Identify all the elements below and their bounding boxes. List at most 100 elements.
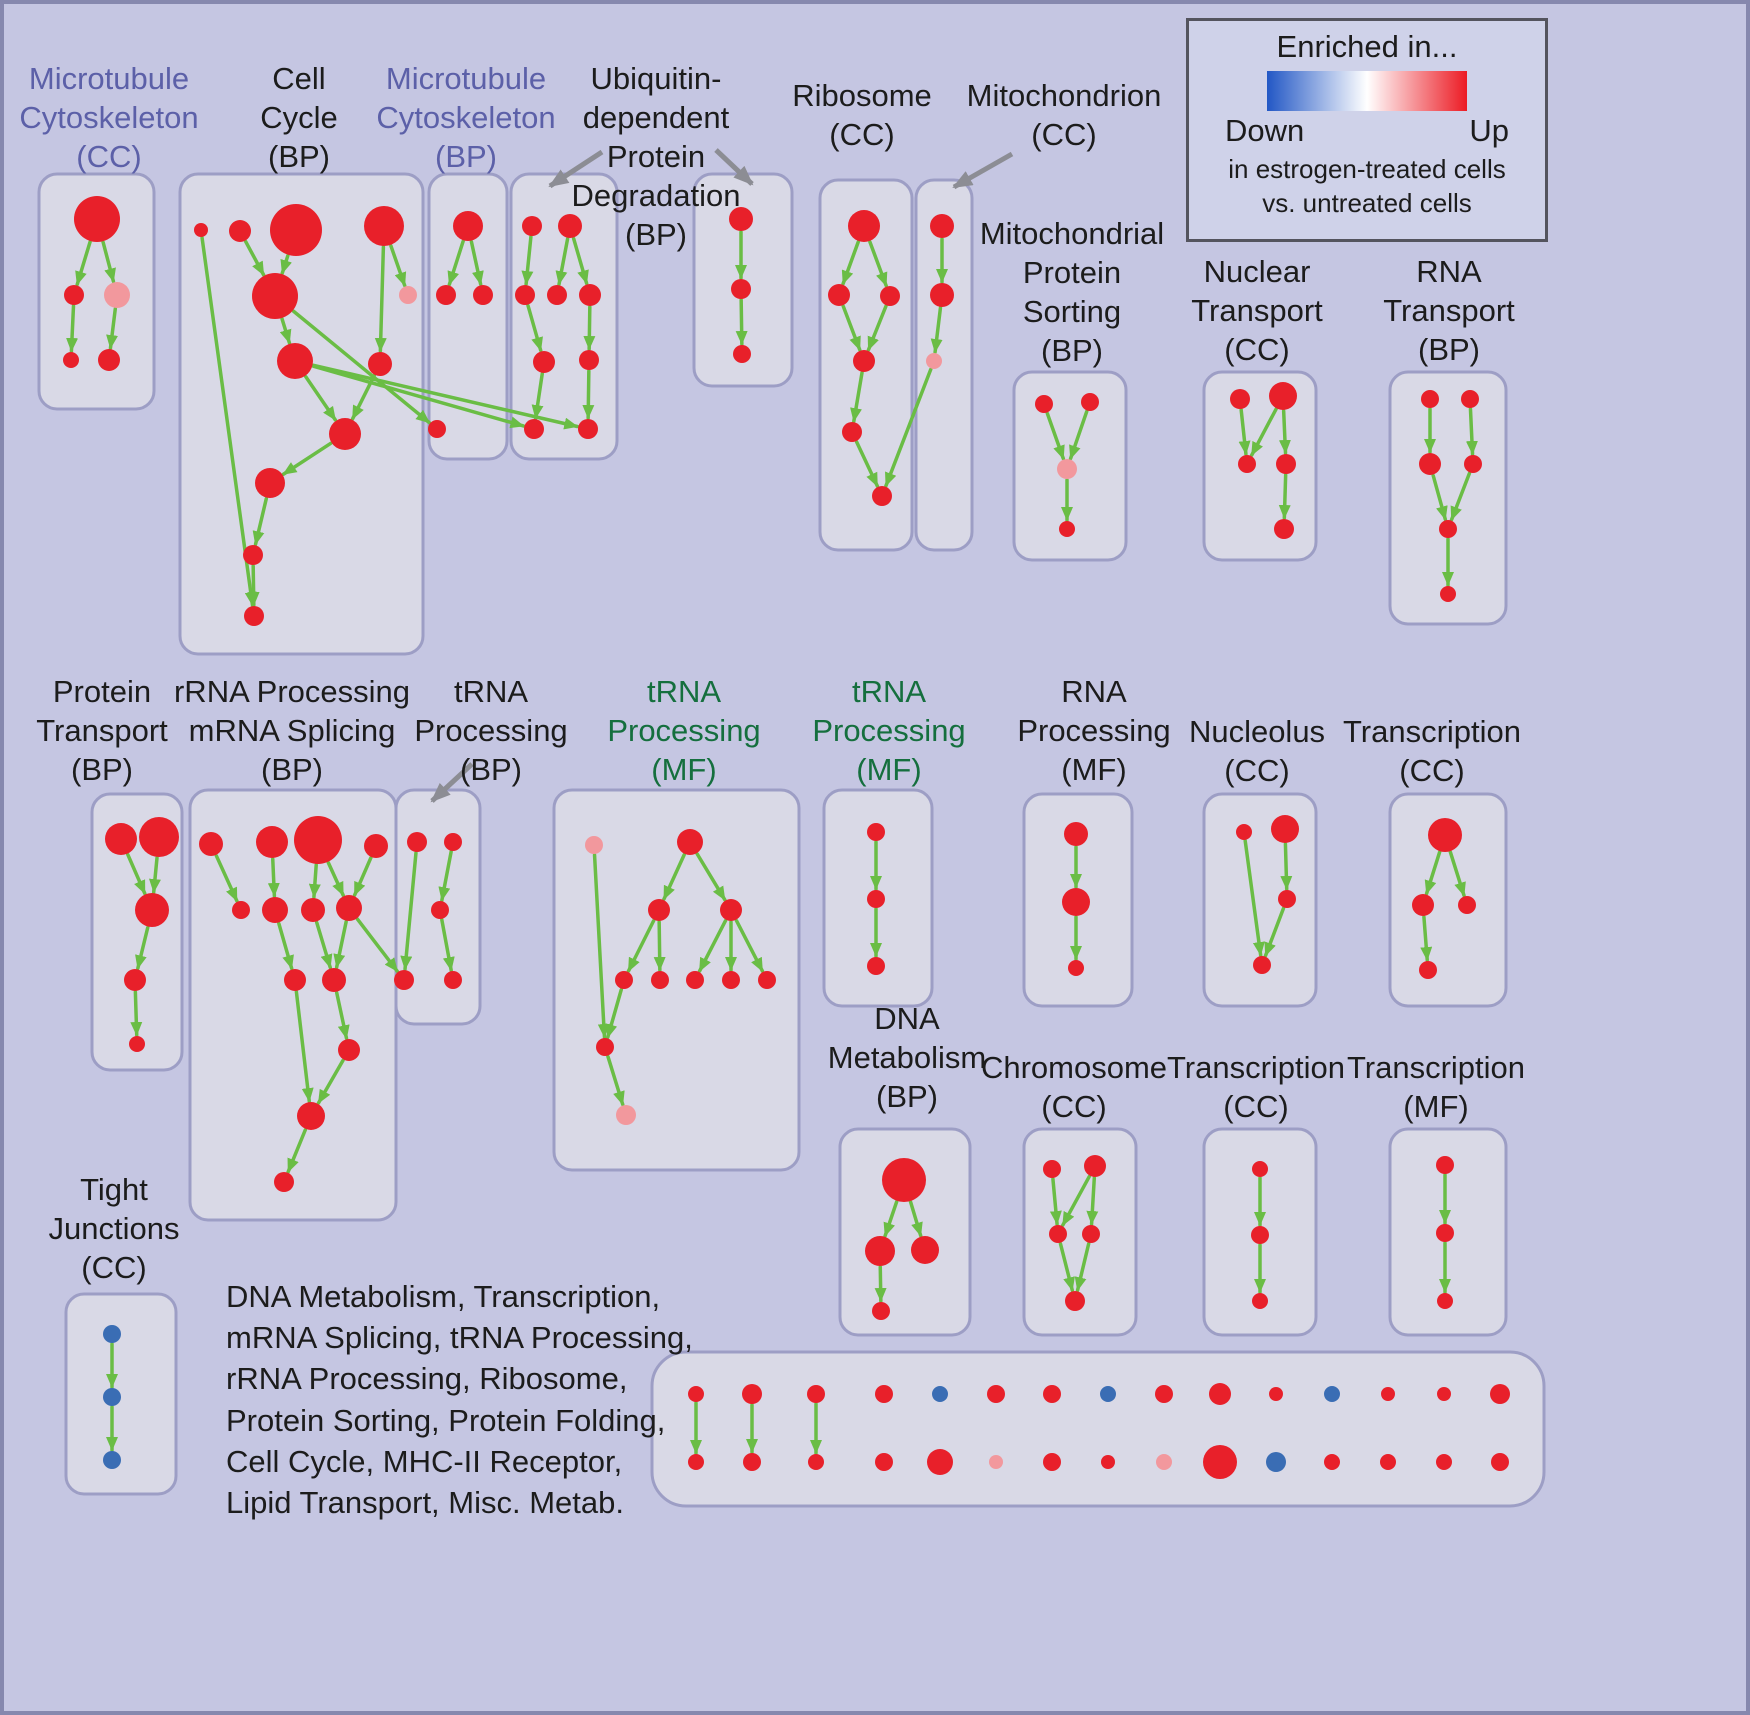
relation-edge-l2-l6 bbox=[267, 857, 280, 898]
relation-edge-l1-l5 bbox=[214, 854, 239, 903]
go-term-node-c4 bbox=[428, 420, 446, 438]
go-term-node-u2 bbox=[1251, 1226, 1269, 1244]
group-box-protein-transport bbox=[90, 792, 184, 1072]
label-pointer-arrow-2 bbox=[714, 148, 754, 186]
go-term-node-n9 bbox=[758, 971, 776, 989]
go-term-node-xb7 bbox=[1203, 1445, 1237, 1479]
relation-edge-c1-c2 bbox=[447, 239, 465, 287]
go-term-node-t5 bbox=[1065, 1291, 1085, 1311]
go-term-node-h1 bbox=[1035, 395, 1053, 413]
go-term-node-j3 bbox=[1419, 453, 1441, 475]
relation-edge-g2-g3 bbox=[930, 306, 943, 354]
go-term-node-xs11 bbox=[1437, 1387, 1451, 1401]
relation-edge-i2-i4 bbox=[1278, 409, 1291, 455]
relation-edge-d3-d6 bbox=[526, 303, 543, 353]
go-term-node-k5 bbox=[129, 1036, 145, 1052]
relation-edge-t2-t4 bbox=[1086, 1176, 1099, 1226]
relation-edge-s1-s3 bbox=[908, 1200, 923, 1238]
go-term-node-m3 bbox=[431, 901, 449, 919]
go-term-node-g2 bbox=[930, 283, 954, 307]
go-term-node-v3 bbox=[1437, 1293, 1453, 1309]
relation-edge-b7-b9 bbox=[303, 374, 338, 422]
go-term-node-xs5 bbox=[1100, 1386, 1116, 1402]
go-term-node-u3 bbox=[1252, 1293, 1268, 1309]
go-term-node-b6 bbox=[399, 286, 417, 304]
go-term-node-b3 bbox=[270, 204, 322, 256]
go-term-node-r3 bbox=[1458, 896, 1476, 914]
relation-edge-j2-j4 bbox=[1465, 407, 1478, 456]
go-term-node-o1 bbox=[867, 823, 885, 841]
go-term-node-xs6 bbox=[1155, 1385, 1173, 1403]
relation-edge-l3-l8 bbox=[326, 860, 345, 898]
relation-edge-n10-n11 bbox=[606, 1054, 625, 1107]
go-term-node-xb11 bbox=[1436, 1454, 1452, 1470]
relation-edge-i2-i3 bbox=[1249, 407, 1278, 457]
relation-edge-b5-c4 bbox=[291, 309, 432, 425]
relation-edge-j3-j5 bbox=[1431, 473, 1448, 522]
go-term-node-b8 bbox=[368, 352, 392, 376]
go-term-node-r2 bbox=[1412, 894, 1434, 916]
relation-edge-i1-i3 bbox=[1238, 408, 1251, 456]
relation-edge-l8-l10 bbox=[333, 919, 348, 970]
relation-edge-d1-d3 bbox=[521, 235, 534, 286]
relation-edge-k4-k5 bbox=[130, 990, 143, 1037]
go-term-node-b5 bbox=[252, 273, 298, 319]
relation-edge-l8-m4 bbox=[355, 917, 400, 974]
go-term-node-l6 bbox=[262, 897, 288, 923]
relation-edge-f4-f5 bbox=[850, 371, 864, 423]
go-term-node-n7 bbox=[686, 971, 704, 989]
go-term-node-l1 bbox=[199, 832, 223, 856]
relation-edge-m1-m4 bbox=[400, 851, 418, 971]
relation-edge-b4-b8 bbox=[374, 245, 387, 353]
relation-edge-l11-l12 bbox=[316, 1058, 345, 1105]
go-term-node-xs3 bbox=[987, 1385, 1005, 1403]
go-term-node-xs8 bbox=[1269, 1387, 1283, 1401]
go-term-node-k4 bbox=[124, 969, 146, 991]
go-term-node-a4 bbox=[63, 352, 79, 368]
relation-edge-q2-q3 bbox=[1280, 842, 1293, 891]
go-term-node-q3 bbox=[1278, 890, 1296, 908]
relation-edge-g3-f6 bbox=[884, 367, 933, 488]
go-term-node-p1 bbox=[1064, 822, 1088, 846]
legend-subtitle: in estrogen-treated cells vs. untreated … bbox=[1228, 154, 1506, 218]
relation-edge-b2-b5 bbox=[243, 239, 266, 277]
go-network-diagram bbox=[37, 148, 1546, 1508]
go-term-node-xb5 bbox=[1101, 1455, 1115, 1469]
go-term-node-s2 bbox=[865, 1236, 895, 1266]
relation-edge-b9-b10 bbox=[281, 441, 333, 476]
relation-edge-k2-k3 bbox=[148, 856, 161, 894]
legend-title: Enriched in... bbox=[1276, 29, 1458, 64]
go-term-node-b4 bbox=[364, 206, 404, 246]
relation-edge-t1-t3 bbox=[1049, 1177, 1062, 1226]
go-term-node-xb8 bbox=[1266, 1452, 1286, 1472]
relation-edge-l3-l7 bbox=[308, 863, 321, 899]
go-term-node-e1 bbox=[729, 207, 753, 231]
go-term-node-b11 bbox=[243, 545, 263, 565]
go-term-node-l8 bbox=[336, 895, 362, 921]
go-term-node-f1 bbox=[848, 210, 880, 242]
relation-edge-c1-c3 bbox=[469, 239, 484, 287]
go-term-node-i1 bbox=[1230, 389, 1250, 409]
go-term-node-t4 bbox=[1082, 1225, 1100, 1243]
relation-edge-n4-n7 bbox=[697, 918, 728, 973]
relation-edge-r1-r2 bbox=[1424, 850, 1442, 896]
go-term-node-b7 bbox=[277, 343, 313, 379]
go-term-node-i4 bbox=[1276, 454, 1296, 474]
group-box-microtubule-bp bbox=[427, 172, 509, 461]
relation-edge-b3-b5 bbox=[280, 253, 292, 275]
relation-edge-t4-t5 bbox=[1074, 1241, 1091, 1293]
relation-edge-a3-a5 bbox=[106, 307, 119, 350]
go-term-node-b9 bbox=[329, 418, 361, 450]
go-term-node-f3 bbox=[880, 286, 900, 306]
go-term-node-xb6 bbox=[1156, 1454, 1172, 1470]
go-term-node-e2 bbox=[731, 279, 751, 299]
go-term-node-k1 bbox=[105, 823, 137, 855]
relation-edge-t3-t5 bbox=[1058, 1241, 1075, 1293]
relation-edge-f3-f4 bbox=[866, 304, 888, 352]
group-box-transcription-cc-1 bbox=[1388, 792, 1508, 1008]
go-term-node-j2 bbox=[1461, 390, 1479, 408]
legend-ends-row: Down Up bbox=[1225, 113, 1509, 149]
go-term-node-a2 bbox=[64, 285, 84, 305]
relation-edge-l4-l8 bbox=[352, 856, 373, 897]
go-term-node-u1 bbox=[1252, 1161, 1268, 1177]
